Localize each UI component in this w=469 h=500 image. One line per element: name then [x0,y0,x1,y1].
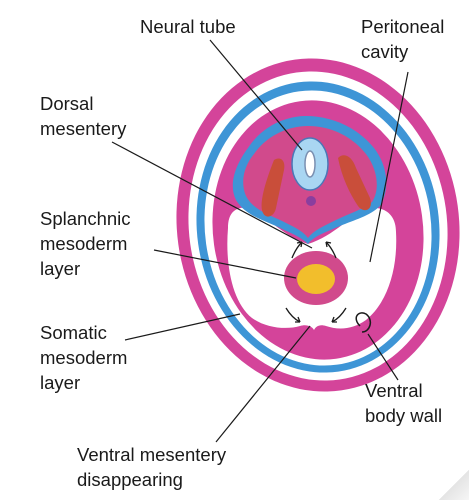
label-ventral-mesentery: Ventral mesentery disappearing [77,444,227,490]
notochord [306,196,316,206]
leader-neural-tube [209,39,303,151]
leader-peritoneal-cavity [369,71,409,263]
ventral-body-wall-marker [355,312,372,333]
dorsal-fold-arrows [291,241,337,259]
left-myotome [261,158,285,217]
page-curl-corner [439,470,469,500]
label-neural-tube: Neural tube [140,16,236,37]
leader-splanchnic-mesoderm [153,249,297,279]
neural-canal [304,150,316,178]
label-dorsal-mesentery: Dorsal mesentery [40,93,127,139]
label-peritoneal-cavity: Peritoneal cavity [361,16,445,62]
gut-tube [297,264,335,294]
leader-somatic-mesoderm [124,313,241,341]
right-myotome [338,155,371,211]
label-splanchnic-mesoderm: Splanchnic mesoderm layer [40,208,131,279]
label-ventral-body-wall: Ventral body wall [365,380,443,426]
ventral-fold-arrows [285,307,347,323]
leader-lines [111,39,409,443]
leader-ventral-mesentery [215,325,311,443]
leader-dorsal-mesentery [111,141,313,249]
label-somatic-mesoderm: Somatic mesoderm layer [40,322,128,393]
leader-ventral-body-wall [367,333,399,381]
